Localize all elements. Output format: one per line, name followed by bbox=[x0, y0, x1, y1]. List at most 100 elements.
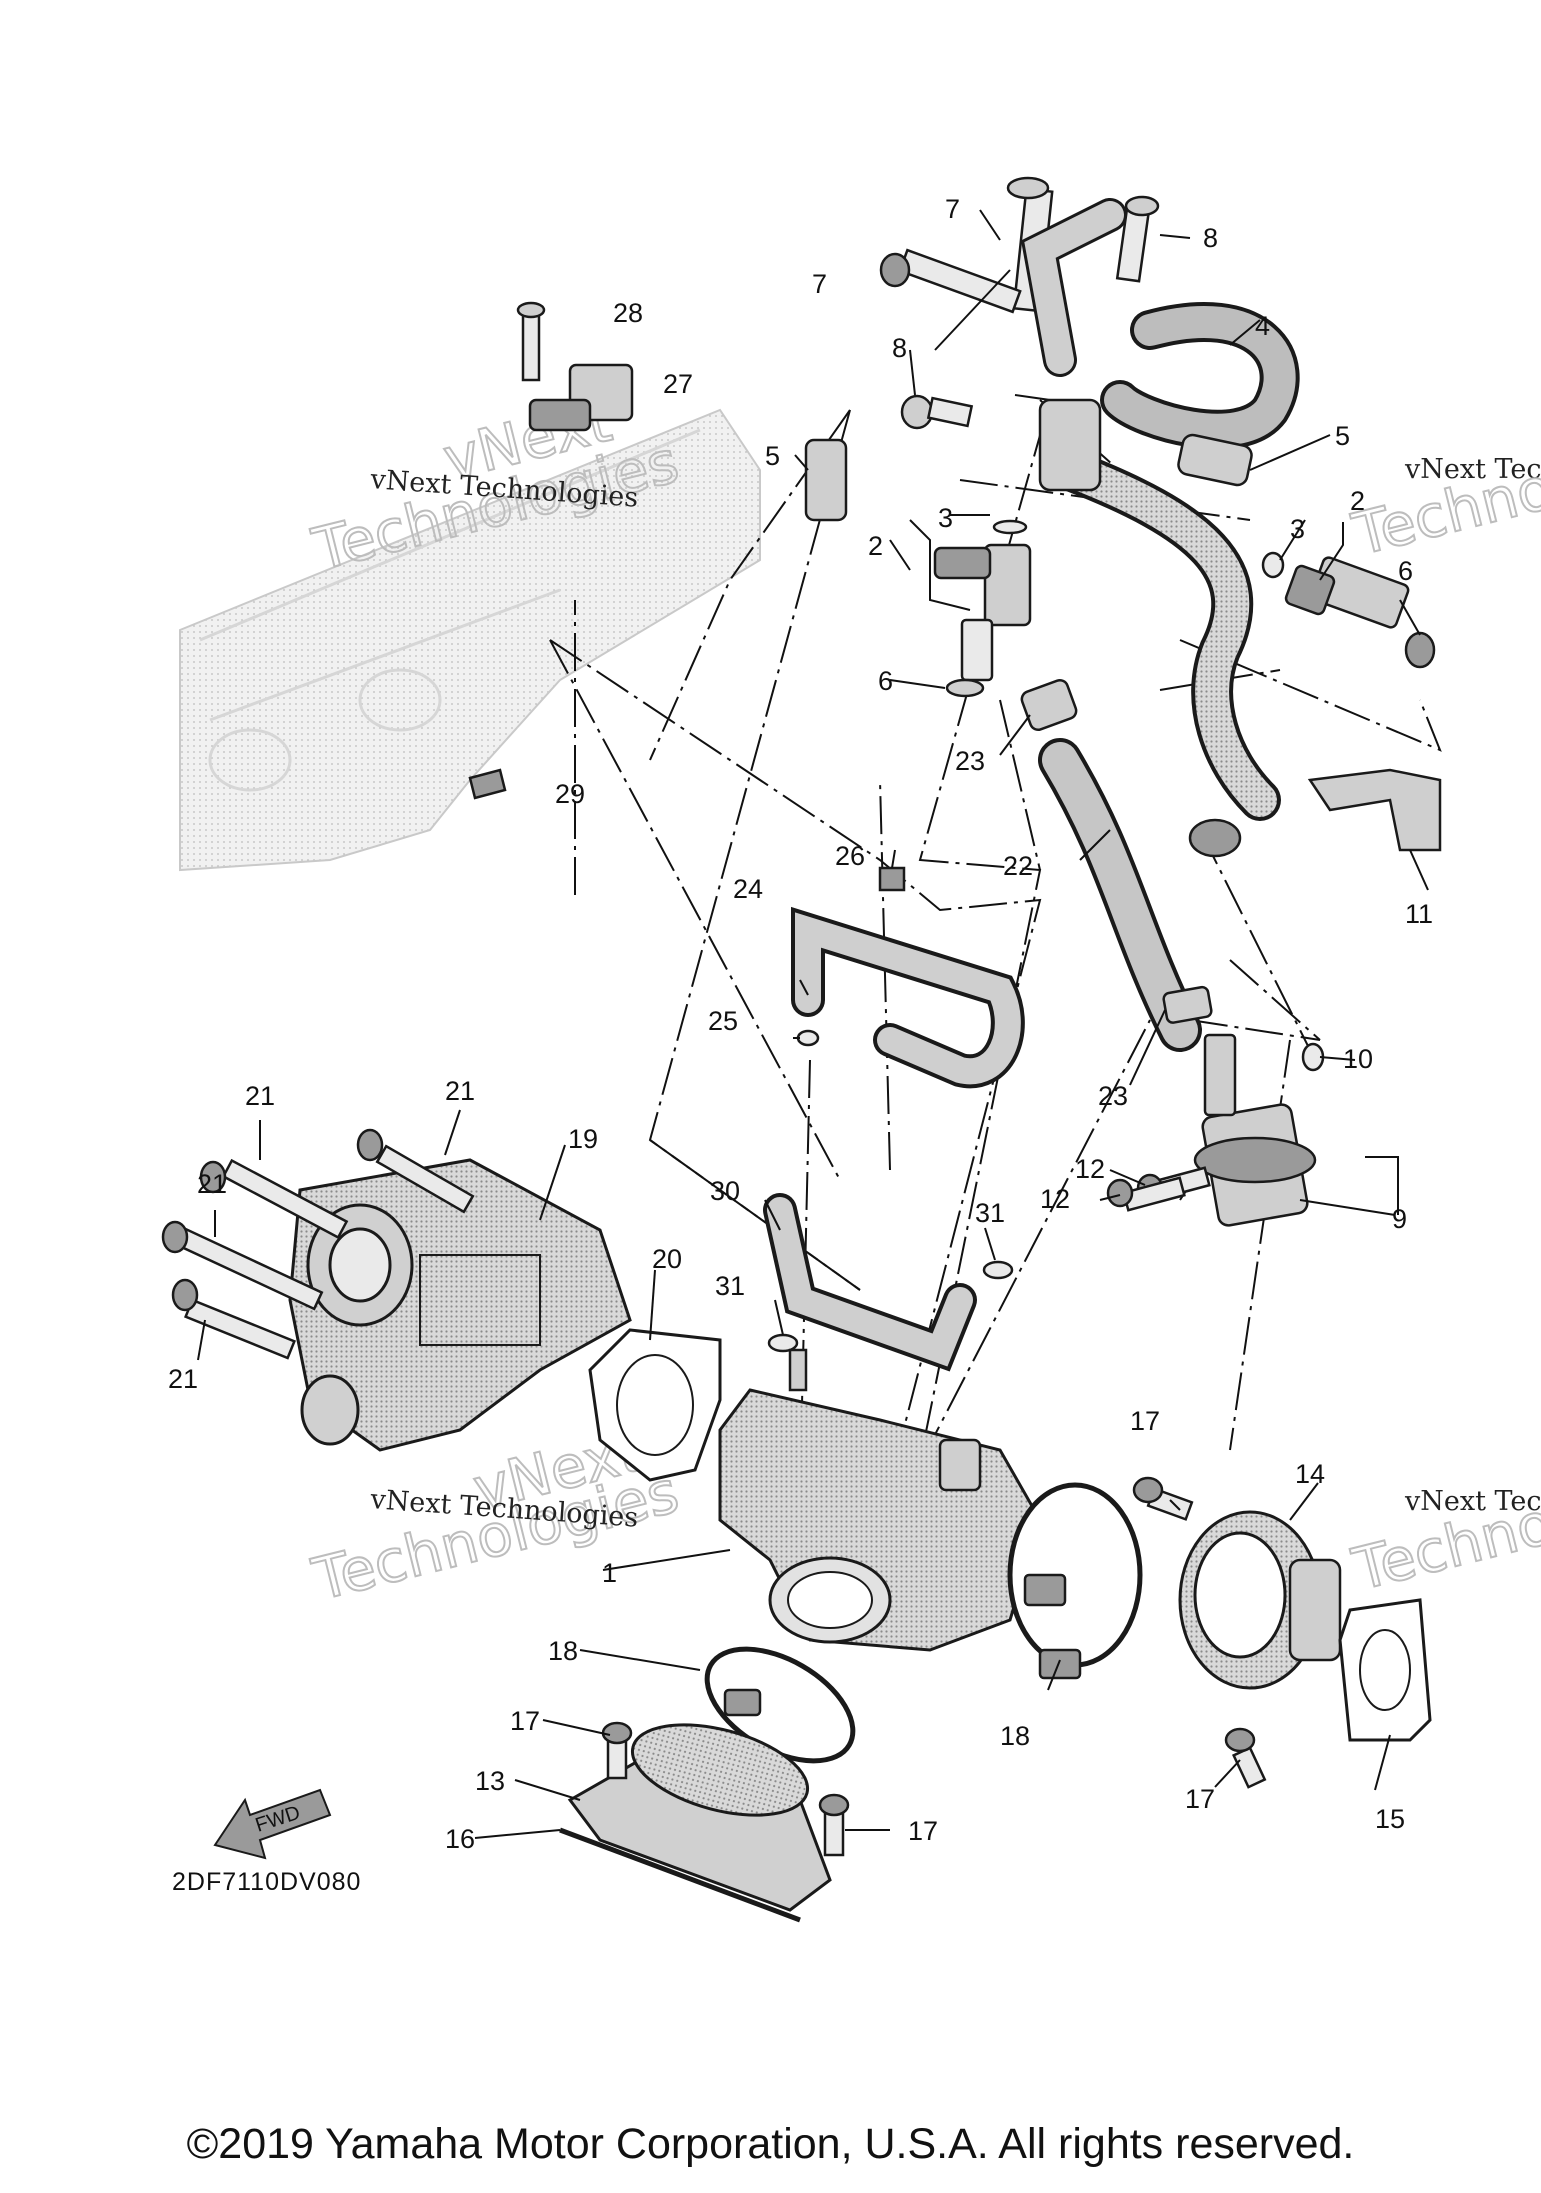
callout-28: 28 bbox=[613, 298, 643, 328]
fwd-arrow-icon: FWD bbox=[213, 1788, 332, 1860]
callout-5-right: 5 bbox=[1335, 421, 1350, 451]
callout-7-upper: 7 bbox=[945, 194, 960, 224]
diagram-code: 2DF7110DV080 bbox=[172, 1868, 362, 1896]
callout-12-upper: 12 bbox=[1075, 1154, 1105, 1184]
callout-1: 1 bbox=[602, 1558, 617, 1588]
bolt-21-a bbox=[199, 1158, 349, 1240]
hose-22 bbox=[1042, 742, 1198, 1048]
callout-24: 24 bbox=[733, 874, 763, 904]
leader-lines bbox=[197, 209, 1429, 1839]
bolt-8-upper bbox=[1115, 195, 1160, 283]
clip-25 bbox=[796, 1029, 820, 1047]
callout-8-lower: 8 bbox=[892, 333, 907, 363]
bolt-17-lower bbox=[818, 1793, 850, 1857]
copyright-notice: ©2019 Yamaha Motor Corporation, U.S.A. A… bbox=[186, 2120, 1355, 2168]
callout-17-left: 17 bbox=[510, 1706, 540, 1736]
bolt-28 bbox=[521, 308, 541, 382]
bolt-17-right bbox=[1224, 1727, 1267, 1789]
gasket-15 bbox=[1338, 1598, 1432, 1742]
callout-30: 30 bbox=[710, 1176, 740, 1206]
callout-27: 27 bbox=[663, 369, 693, 399]
sleeve-5-right bbox=[1177, 433, 1253, 487]
callout-29: 29 bbox=[555, 779, 585, 809]
o-ring-3-left bbox=[992, 519, 1028, 535]
clamp-18-right bbox=[1007, 1482, 1143, 1680]
callout-23-lower: 23 bbox=[1098, 1081, 1128, 1111]
callout-18-right: 18 bbox=[1000, 1721, 1030, 1751]
seal-6-left bbox=[945, 678, 985, 698]
callout-13: 13 bbox=[475, 1766, 505, 1796]
callout-3-right: 3 bbox=[1290, 514, 1305, 544]
o-ring-3-right bbox=[1261, 551, 1285, 579]
callout-9: 9 bbox=[1392, 1204, 1407, 1234]
bolt-8-lower bbox=[900, 394, 974, 430]
bolt-17-mid-left bbox=[601, 1721, 633, 1780]
injector-2-left bbox=[933, 543, 1032, 682]
gasket-20-hole bbox=[616, 1354, 694, 1456]
bolt-21-d bbox=[171, 1278, 296, 1360]
bolt-28-head bbox=[516, 301, 546, 319]
watermark-text-right: vNext Tec bbox=[1404, 454, 1541, 485]
throttle-body-19 bbox=[288, 1158, 632, 1452]
callout-20: 20 bbox=[652, 1244, 682, 1274]
callout-5-left: 5 bbox=[765, 441, 780, 471]
sensor-bracket bbox=[528, 398, 592, 432]
nut-29 bbox=[468, 768, 507, 800]
callout-17-right: 17 bbox=[1185, 1784, 1215, 1814]
clip-31-right bbox=[982, 1260, 1014, 1280]
bolt-7-left bbox=[879, 248, 1022, 314]
callout-31-right: 31 bbox=[975, 1198, 1005, 1228]
callout-14: 14 bbox=[1295, 1459, 1325, 1489]
hose-24 bbox=[795, 912, 1021, 1085]
intake-body-1 bbox=[718, 1348, 1042, 1652]
callout-3-left: 3 bbox=[938, 503, 953, 533]
callout-6-left: 6 bbox=[878, 666, 893, 696]
callout-21-b: 21 bbox=[445, 1076, 475, 1106]
callout-21-d: 21 bbox=[168, 1364, 198, 1394]
bolt-21-b bbox=[356, 1128, 475, 1214]
callout-23-upper: 23 bbox=[955, 746, 985, 776]
callout-26: 26 bbox=[835, 841, 865, 871]
clamp-23-upper bbox=[1020, 679, 1078, 731]
callout-10: 10 bbox=[1343, 1044, 1373, 1074]
intake-manifold-background bbox=[179, 408, 761, 872]
parts-diagram: Technologies vNext vNext Technologies vN… bbox=[161, 176, 1541, 1923]
watermark-big-right: Technologies bbox=[1346, 412, 1541, 568]
callout-17-top: 17 bbox=[1130, 1406, 1160, 1436]
assembly-lines bbox=[549, 394, 1442, 1561]
callout-6-right: 6 bbox=[1398, 556, 1413, 586]
adapter-13 bbox=[567, 1723, 832, 1912]
callout-8-upper: 8 bbox=[1203, 223, 1218, 253]
regulator-9 bbox=[1193, 1033, 1317, 1227]
callout-16: 16 bbox=[445, 1824, 475, 1854]
bolt-12-lower bbox=[1106, 1176, 1186, 1212]
bracket-11 bbox=[1307, 768, 1442, 852]
callout-2-right: 2 bbox=[1350, 486, 1365, 516]
callout-4: 4 bbox=[1255, 311, 1270, 341]
callout-21-c: 21 bbox=[197, 1169, 227, 1199]
callout-31-left: 31 bbox=[715, 1271, 745, 1301]
fitting-26 bbox=[878, 866, 906, 892]
bolt-21-c bbox=[161, 1220, 324, 1311]
injector-2-right bbox=[1284, 556, 1410, 629]
hose-30 bbox=[767, 1197, 973, 1367]
clamp-23-lower bbox=[1162, 985, 1213, 1024]
callout-labels: 1 2 2 3 3 4 5 5 6 6 7 7 8 8 9 10 11 12 1… bbox=[168, 194, 1433, 1854]
callout-25: 25 bbox=[708, 1006, 738, 1036]
callout-2-left: 2 bbox=[868, 531, 883, 561]
callout-7-left: 7 bbox=[812, 269, 827, 299]
clip-31-left bbox=[767, 1333, 799, 1353]
seal-6-right bbox=[1404, 631, 1436, 669]
watermark-big-right-2: Technologies bbox=[1346, 1447, 1541, 1603]
callout-11: 11 bbox=[1405, 899, 1433, 929]
fuel-rail-4 bbox=[1020, 198, 1300, 821]
bolt-17-top bbox=[1132, 1476, 1194, 1521]
boot-14 bbox=[1178, 1510, 1342, 1690]
callout-15: 15 bbox=[1375, 1804, 1405, 1834]
sleeve-5-left bbox=[804, 438, 848, 522]
callout-12-lower: 12 bbox=[1040, 1184, 1070, 1214]
flange-plate bbox=[1188, 818, 1242, 858]
callout-21-a: 21 bbox=[245, 1081, 275, 1111]
callout-22: 22 bbox=[1003, 851, 1033, 881]
watermark-text-right-2: vNext Tec bbox=[1404, 1486, 1541, 1517]
